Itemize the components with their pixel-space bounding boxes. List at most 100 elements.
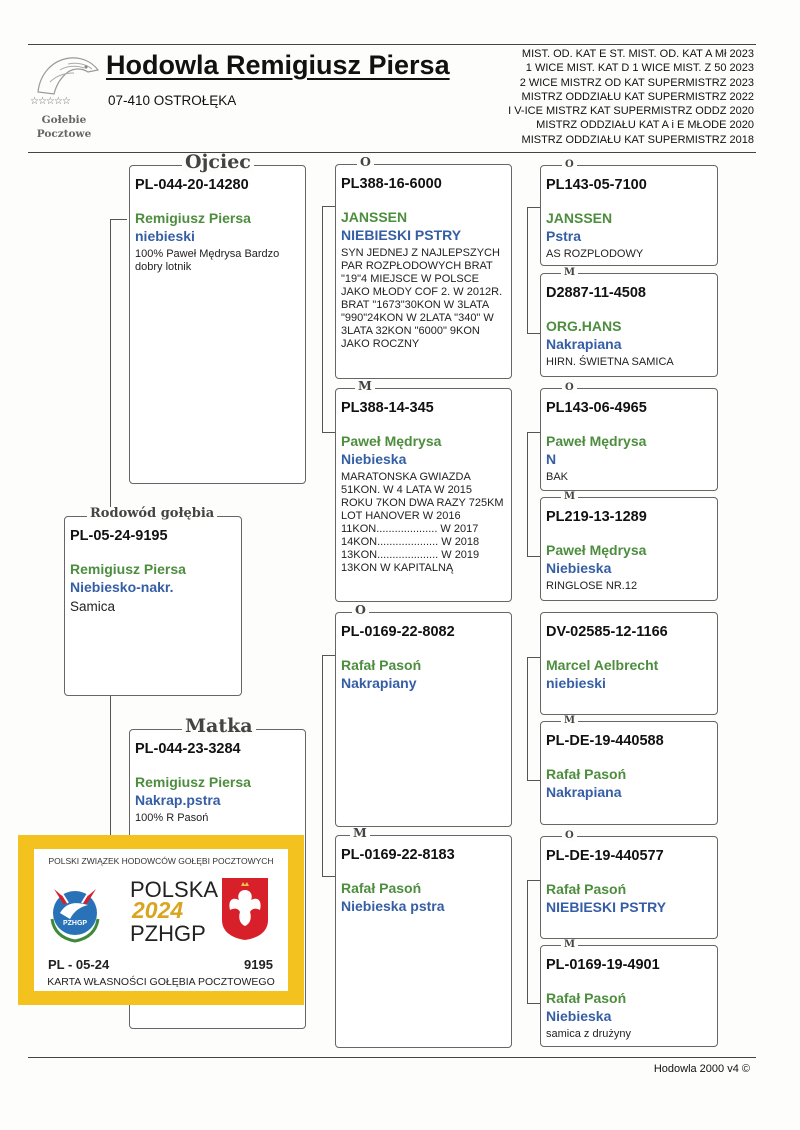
ownership-card: POLSKI ZWIĄZEK HODOWCÓW GOŁĘBI POCZTOWYC…	[18, 835, 304, 1005]
ring-number: PL143-05-7100	[546, 177, 647, 193]
top-rule	[28, 44, 756, 45]
pigeon-note: 100% R Pasoń	[135, 812, 209, 824]
pigeon-color: Nakrapiany	[341, 675, 417, 691]
connector-line	[527, 880, 540, 882]
page-title: Hodowla Remigiusz Piersa	[106, 50, 450, 80]
sire-tag: O	[562, 831, 577, 841]
ring-number: PL-044-20-14280	[135, 177, 249, 193]
ring-number: PL143-06-4965	[546, 400, 647, 416]
ring-number: PL-044-23-3284	[135, 741, 241, 757]
breeder-name: Paweł Mędrysa	[546, 433, 647, 449]
title-line: MISTRZ ODDZIAŁU KAT SUPERMISTRZ 2022	[521, 90, 754, 103]
pigeon-note: BAK	[546, 471, 569, 483]
fmm-card: PL219-13-1289 Paweł Mędrysa Niebieska RI…	[540, 497, 718, 601]
title-line: 1 WICE MIST. KAT D 1 WICE MIST. Z 50 202…	[525, 62, 754, 75]
breeder-name: Rafał Pasoń	[341, 657, 422, 673]
card-ring-right: 9195	[244, 957, 273, 972]
mother-tag: Matka	[182, 717, 256, 736]
card-caption: KARTA WŁASNOŚCI GOŁĘBIA POCZTOWEGO	[47, 976, 275, 988]
ring-number: PL388-14-345	[341, 400, 434, 416]
connector-line	[322, 206, 324, 432]
mmm-card: PL-0169-19-4901 Rafał Pasoń Niebieska sa…	[540, 945, 718, 1047]
sire-tag: O	[562, 160, 577, 170]
connector-line	[527, 207, 529, 333]
polish-eagle-icon	[222, 878, 268, 940]
mother-sire-card: PL-0169-22-8082 Rafał Pasoń Nakrapiany	[335, 612, 512, 827]
stars-icon: ☆☆☆☆☆	[30, 96, 71, 107]
dam-tag: M	[561, 492, 579, 502]
logo-line-2: Pocztowe	[36, 128, 92, 140]
ring-number: PL-0169-22-8082	[341, 624, 455, 640]
pigeon-note: MARATONSKA GWIAZDA 51KON. W 4 LATA W 201…	[341, 471, 504, 574]
connector-line	[322, 655, 324, 876]
mff-card: DV-02585-12-1166 Marcel Aelbrecht niebie…	[540, 612, 718, 715]
breeder-name: Remigiusz Piersa	[135, 210, 251, 226]
connector-line	[527, 657, 540, 659]
connector-line	[527, 432, 529, 556]
pigeon-color: NIEBIESKI PSTRY	[341, 227, 462, 243]
mmf-card: PL-DE-19-440577 Rafał Pasoń NIEBIESKI PS…	[540, 836, 718, 939]
pigeon-color: Nakrapiana	[546, 336, 622, 352]
pigeon-color: Niebieska	[341, 451, 407, 467]
championship-titles: MIST. OD. KAT E ST. MIST. OD. KAT A Mł 2…	[508, 47, 754, 147]
connector-line	[322, 876, 336, 878]
logo: ☆☆☆☆☆ Gołebie Pocztowe	[28, 52, 103, 144]
pigeon-color: niebieski	[135, 228, 195, 244]
connector-line	[110, 219, 127, 221]
pigeon-color: Nakrapiana	[546, 784, 622, 800]
sire-tag: O	[352, 603, 369, 617]
ring-number: PL-DE-19-440577	[546, 848, 664, 864]
breeder-name: Marcel Aelbrecht	[546, 657, 659, 673]
title-line: MIST. OD. KAT E ST. MIST. OD. KAT A Mł 2…	[521, 48, 754, 60]
connector-line	[527, 1003, 540, 1005]
pigeon-card: PL-05-24-9195 Remigiusz Piersa Niebiesko…	[64, 516, 242, 696]
pigeon-note: SYN JEDNEJ Z NAJLEPSZYCH PAR ROZPŁODOWYC…	[341, 247, 503, 350]
ring-number: DV-02585-12-1166	[546, 624, 668, 640]
mfm-card: PL-DE-19-440588 Rafał Pasoń Nakrapiana	[540, 721, 718, 825]
father-dam-card: PL388-14-345 Paweł Mędrysa Niebieska MAR…	[335, 388, 512, 602]
pigeon-note: 100% Paweł Mędrysa Bardzo dobry lotnik	[135, 248, 280, 273]
breeder-name: Rafał Pasoń	[341, 880, 422, 896]
connector-line	[527, 333, 540, 335]
pigeon-note: AS ROZPLODOWY	[546, 248, 644, 260]
fff-card: PL143-05-7100 JANSSEN Pstra AS ROZPLODOW…	[540, 165, 718, 266]
connector-line	[527, 880, 529, 1003]
fmf-card: PL143-06-4965 Paweł Mędrysa N BAK	[540, 388, 718, 491]
pigeon-note: RINGLOSE NR.12	[546, 580, 638, 592]
footer-rule	[28, 1057, 756, 1058]
pigeon-color: Niebieska pstra	[341, 898, 445, 914]
breeder-name: Remigiusz Piersa	[135, 774, 251, 790]
title-line: 2 WICE MISTRZ OD KAT SUPERMISTRZ 2023	[519, 76, 754, 89]
breeder-name: JANSSEN	[546, 210, 613, 226]
connector-line	[110, 219, 112, 510]
ring-number: PL-05-24-9195	[70, 528, 168, 544]
title-line: MISTRZ ODDZIAŁU KAT SUPERMISTRZ 2018	[521, 133, 754, 146]
connector-line	[527, 657, 529, 780]
pigeon-color: Pstra	[546, 228, 582, 244]
breeder-name: JANSSEN	[341, 209, 408, 225]
ring-number: PL-DE-19-440588	[546, 733, 664, 749]
eagle-logo-icon	[37, 57, 100, 95]
pigeon-color: Niebieska	[546, 560, 612, 576]
logo-line-1: Gołebie	[41, 114, 87, 126]
pigeon-color: NIEBIESKI PSTRY	[546, 899, 667, 915]
breeder-name: Rafał Pasoń	[546, 881, 627, 897]
breeder-name: Rafał Pasoń	[546, 766, 627, 782]
connector-line	[527, 432, 540, 434]
title-line: MISTRZ ODDZIAŁU KAT A i E MŁODE 2020	[536, 119, 754, 132]
ring-number: PL388-16-6000	[341, 176, 442, 192]
breeder-name: Paweł Mędrysa	[546, 542, 647, 558]
ring-number: PL219-13-1289	[546, 509, 647, 525]
pigeon-note: Samica	[70, 599, 116, 614]
ffm-card: D2887-11-4508 ORG.HANS Nakrapiana HIRN. …	[540, 273, 718, 377]
card-ring-left: PL - 05-24	[48, 957, 110, 972]
header-rule	[28, 152, 756, 153]
ownership-card-inner: POLSKI ZWIĄZEK HODOWCÓW GOŁĘBI POCZTOWYC…	[34, 849, 288, 991]
father-card: PL-044-20-14280 Remigiusz Piersa niebies…	[129, 165, 306, 484]
dam-tag: M	[561, 940, 579, 950]
breeder-name: Paweł Mędrysa	[341, 433, 442, 449]
title-line: I V-ICE MISTRZ KAT SUPERMISTRZ ODDZ 2020	[508, 105, 754, 118]
emblem-text: PZHGP	[63, 920, 87, 927]
pigeon-note: samica z drużyny	[546, 1028, 631, 1040]
pigeon-color: Niebieska	[546, 1008, 612, 1024]
